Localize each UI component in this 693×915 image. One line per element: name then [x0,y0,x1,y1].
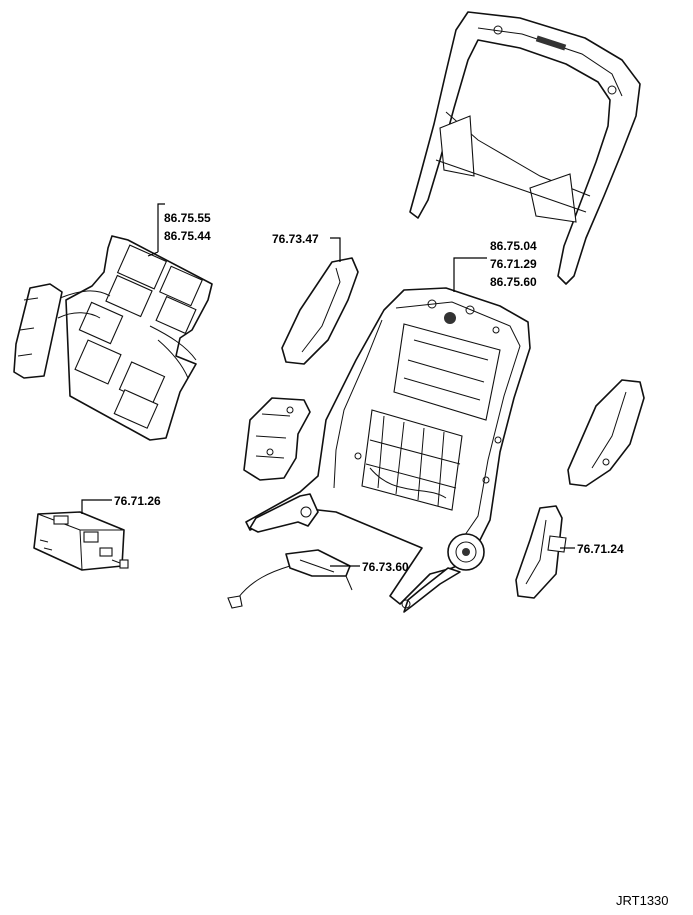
callout-1-label-1: 86.75.55 [164,211,211,225]
callout-2-label: 76.73.47 [272,232,319,246]
lower-bolster-pad [243,397,311,481]
control-module [33,511,129,571]
seat-back-frame [245,287,531,605]
reference-code: JRT1330 [616,893,669,908]
recliner-arm-left [249,493,319,533]
callout-1: 86.75.55 86.75.44 [147,203,211,257]
callout-3-label-1: 86.75.04 [490,239,537,253]
callout-5-label: 76.73.60 [362,560,409,574]
recliner-trim-panel [515,505,567,599]
callout-3-label-3: 86.75.60 [490,275,537,289]
callout-2: 76.73.47 [272,232,341,262]
callout-3-label-2: 76.71.29 [490,257,537,271]
callout-5: 76.73.60 [330,560,409,574]
upper-bolster-pad [281,257,359,365]
callout-6-label: 76.71.24 [577,542,624,556]
callout-6: 76.71.24 [560,542,624,556]
occupancy-sensor [227,549,353,609]
side-airbag-module [13,283,63,379]
callout-4-label: 76.71.26 [114,494,161,508]
seat-back-heater-mat [57,235,213,441]
recliner-mechanism [401,533,485,613]
right-bolster-pad [567,379,645,487]
seat-back-upper-frame [409,11,641,285]
callout-1-label-2: 86.75.44 [164,229,211,243]
callout-4: 76.71.26 [81,494,161,514]
callout-3: 86.75.04 76.71.29 86.75.60 [453,239,537,292]
